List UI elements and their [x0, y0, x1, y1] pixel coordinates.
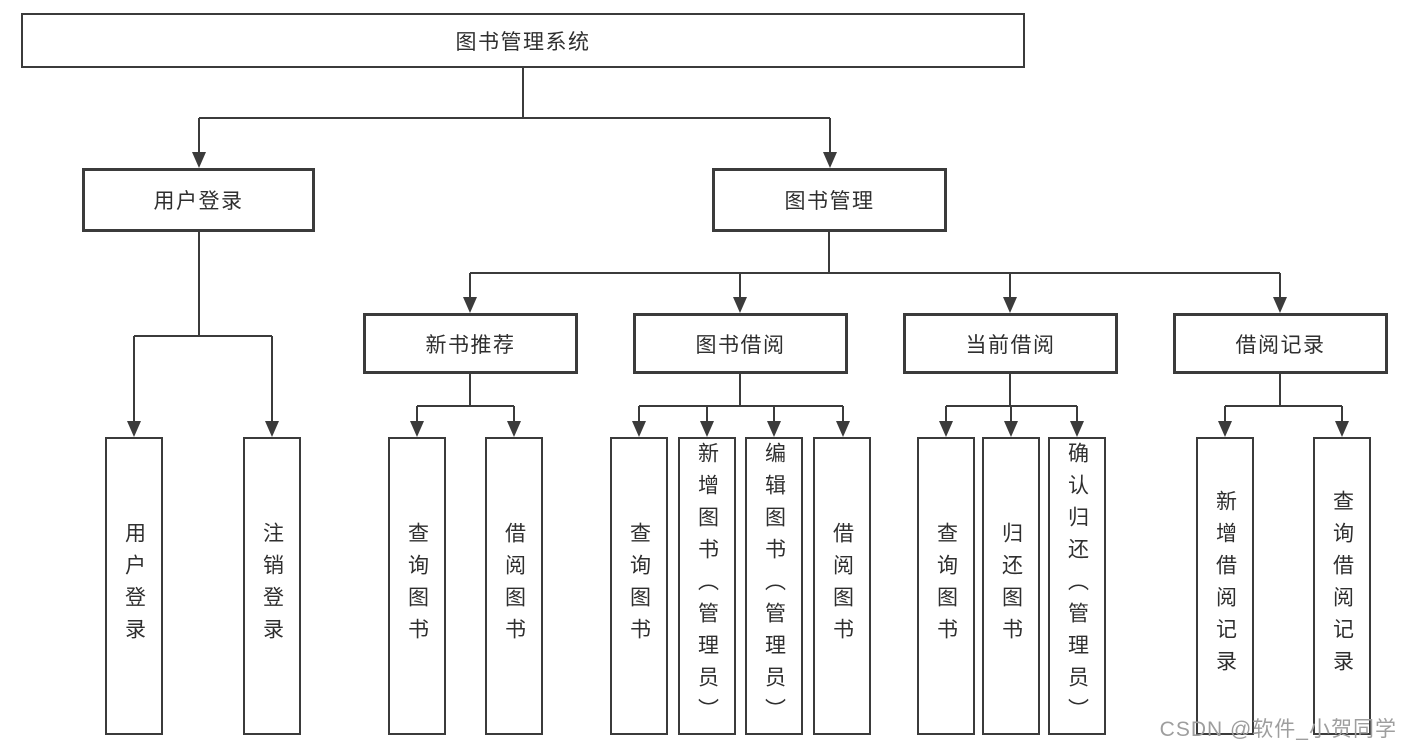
node-borrow-record: 借阅记录: [1173, 313, 1388, 374]
arrowheads: [127, 152, 1349, 437]
arrow-icon: [463, 297, 477, 313]
edge-bookborrow-to-leaves: [638, 374, 844, 423]
csdn-watermark: CSDN @软件_小贺同学: [1159, 718, 1397, 741]
leaf-label: 查询图书: [405, 522, 429, 650]
edge-currentborrow-to-leaves: [945, 374, 1078, 423]
arrow-icon: [823, 152, 837, 168]
leaf-label: 确认归还（管理员）: [1065, 442, 1089, 730]
arrow-icon: [1070, 421, 1084, 437]
leaf-add-books-admin: 新增图书（管理员）: [678, 437, 736, 735]
leaf-add-borrow-record: 新增借阅记录: [1196, 437, 1254, 735]
leaf-return-books: 归还图书: [982, 437, 1040, 735]
leaf-label: 查询图书: [934, 522, 958, 650]
node-new-book-recommend: 新书推荐: [363, 313, 578, 374]
leaf-user-login: 用户登录: [105, 437, 163, 735]
edge-borrowrecord-to-leaves: [1224, 374, 1343, 423]
leaf-borrow-books-2: 借阅图书: [813, 437, 871, 735]
leaf-query-books-3: 查询图书: [917, 437, 975, 735]
leaf-confirm-return-admin: 确认归还（管理员）: [1048, 437, 1106, 735]
arrow-icon: [127, 421, 141, 437]
leaf-query-books-2: 查询图书: [610, 437, 668, 735]
arrow-icon: [767, 421, 781, 437]
node-book-borrow: 图书借阅: [633, 313, 848, 374]
arrow-icon: [700, 421, 714, 437]
leaf-query-books-1: 查询图书: [388, 437, 446, 735]
arrow-icon: [1003, 297, 1017, 313]
leaf-label: 借阅图书: [830, 522, 854, 650]
edge-userlogin-to-leaves: [133, 232, 273, 423]
node-current-borrow: 当前借阅: [903, 313, 1118, 374]
leaf-label: 新增图书（管理员）: [695, 442, 719, 730]
node-user-login: 用户登录: [82, 168, 315, 232]
arrow-icon: [1335, 421, 1349, 437]
arrow-icon: [733, 297, 747, 313]
edge-root-to-level2: [198, 68, 831, 154]
arrow-icon: [1218, 421, 1232, 437]
leaf-label: 查询图书: [627, 522, 651, 650]
leaf-borrow-books-1: 借阅图书: [485, 437, 543, 735]
arrow-icon: [265, 421, 279, 437]
leaf-query-borrow-record: 查询借阅记录: [1313, 437, 1371, 735]
leaf-edit-books-admin: 编辑图书（管理员）: [745, 437, 803, 735]
leaf-label: 借阅图书: [502, 522, 526, 650]
tree-edges: [133, 68, 1343, 423]
arrow-icon: [836, 421, 850, 437]
arrow-icon: [1004, 421, 1018, 437]
arrow-icon: [192, 152, 206, 168]
arrow-icon: [507, 421, 521, 437]
leaf-logout: 注销登录: [243, 437, 301, 735]
leaf-label: 编辑图书（管理员）: [762, 442, 786, 730]
edge-bookmgmt-to-level3: [469, 232, 1281, 299]
leaf-label: 注销登录: [260, 522, 284, 650]
arrow-icon: [632, 421, 646, 437]
arrow-icon: [410, 421, 424, 437]
leaf-label: 归还图书: [999, 522, 1023, 650]
node-book-management: 图书管理: [712, 168, 947, 232]
leaf-label: 查询借阅记录: [1330, 490, 1354, 682]
leaf-label: 新增借阅记录: [1213, 490, 1237, 682]
edge-newbookrec-to-leaves: [416, 374, 515, 423]
arrow-icon: [939, 421, 953, 437]
leaf-label: 用户登录: [122, 522, 146, 650]
arrow-icon: [1273, 297, 1287, 313]
node-root-system: 图书管理系统: [21, 13, 1025, 68]
